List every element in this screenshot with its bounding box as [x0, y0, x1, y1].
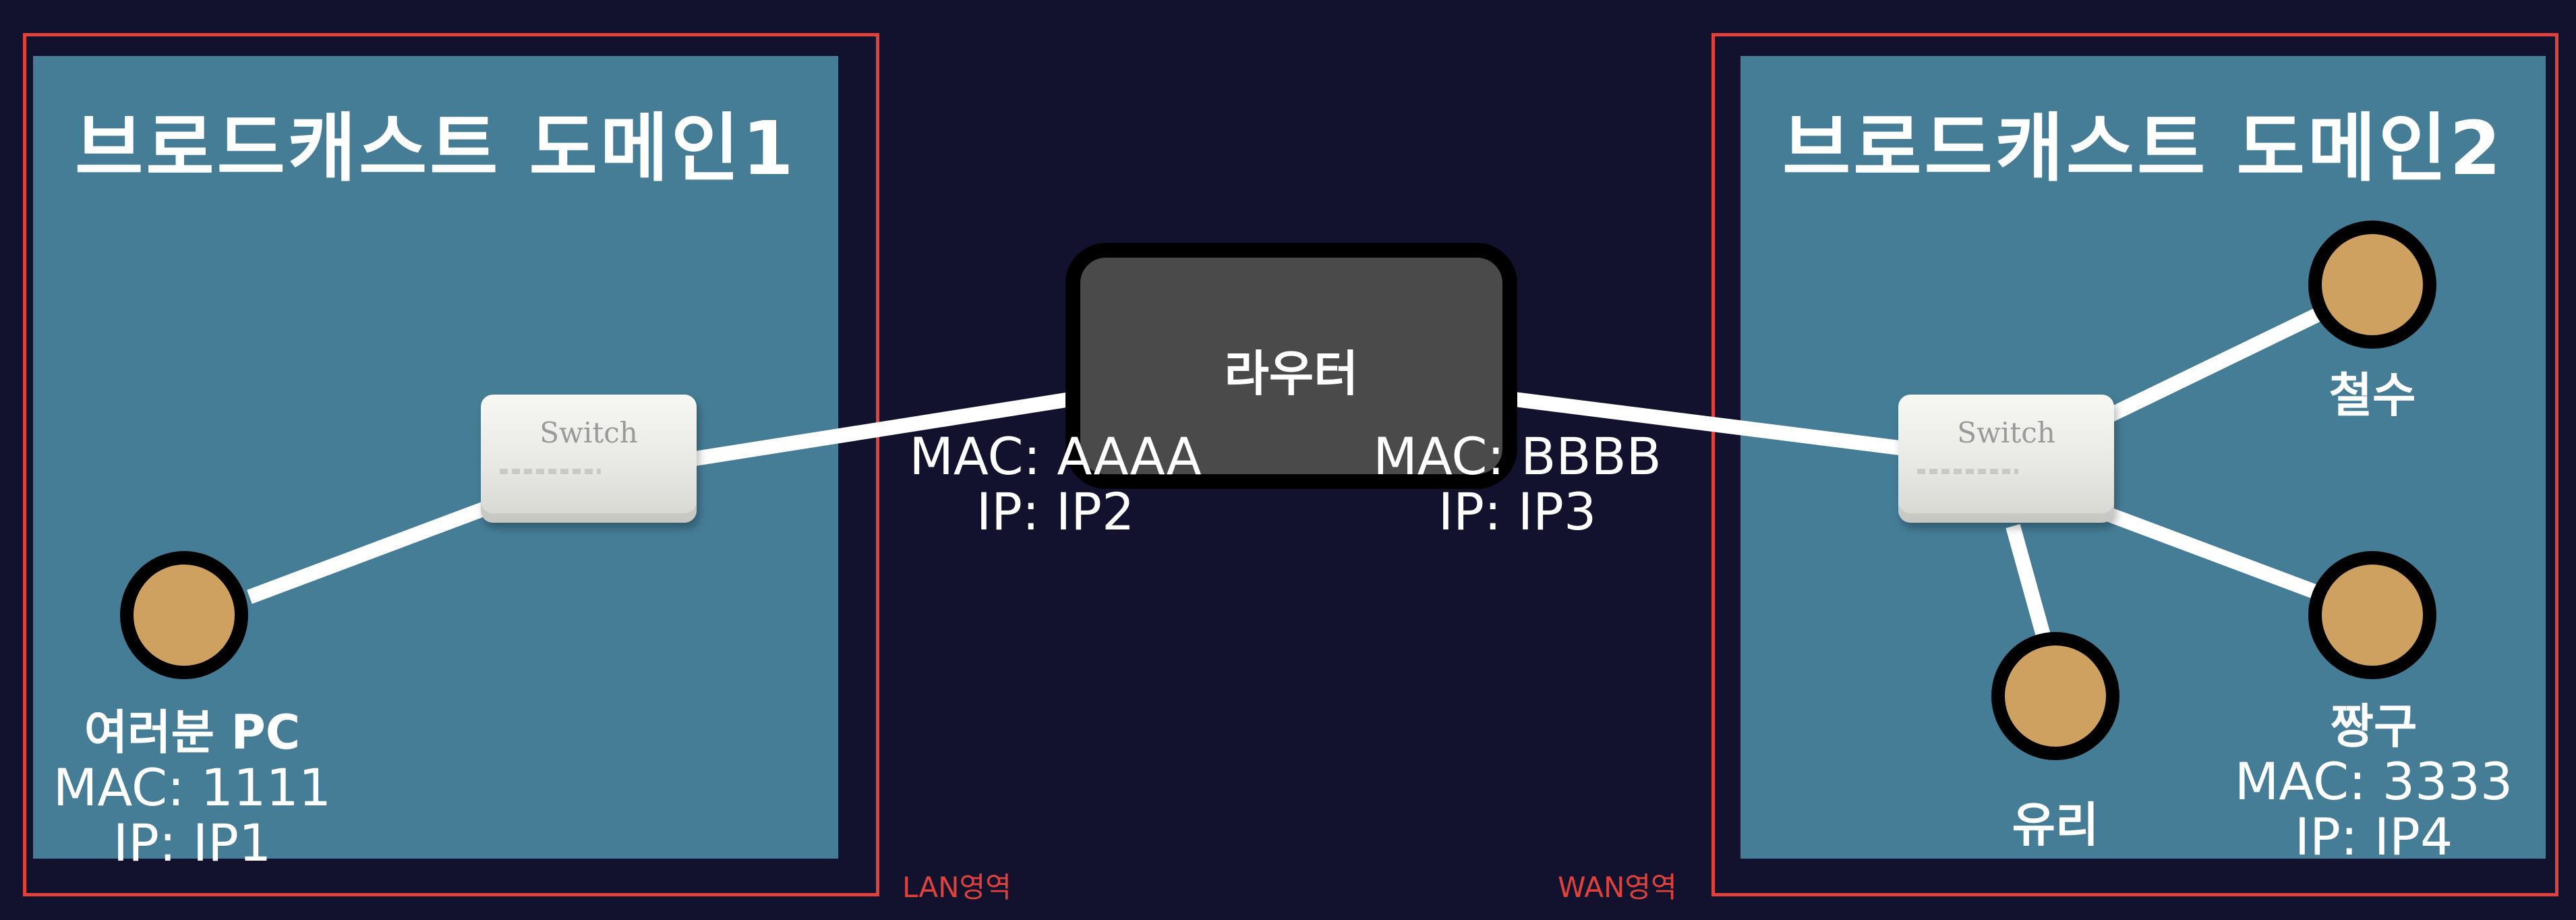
host-yuri-name: 유리	[2012, 797, 2099, 853]
router-wan-mac: MAC: BBBB	[1373, 426, 1662, 486]
host-cheolsu-node	[2308, 221, 2436, 349]
wan-region-outline	[1711, 33, 2558, 896]
lan-region-label: LAN영역	[902, 871, 1012, 904]
host-my-pc-node	[120, 551, 248, 679]
switch-2-label: Switch	[1957, 416, 2055, 449]
router-label: 라우터	[1224, 345, 1359, 402]
switch-2-ports	[1917, 469, 2018, 474]
host-yuri-node	[1991, 632, 2119, 760]
switch-1: Switch	[481, 395, 697, 523]
host-my-pc-mac: MAC: 1111	[53, 757, 332, 817]
host-jjanggu-mac: MAC: 3333	[2234, 751, 2513, 811]
router-wan-ip: IP: IP3	[1438, 482, 1597, 542]
router	[1065, 243, 1517, 489]
lan-region-outline	[23, 33, 879, 896]
host-my-pc-info: 여러분 PC MAC: 1111 IP: IP1	[40, 705, 344, 871]
router-lan-ip: IP: IP2	[976, 482, 1135, 542]
switch-1-ports	[500, 469, 601, 474]
link-switch2-to-cheolsu	[2101, 307, 2323, 425]
broadcast-domain-2-title: 브로드캐스트 도메인2	[1782, 105, 2504, 192]
link-switch1-to-router	[693, 391, 1080, 466]
host-cheolsu-name: 철수	[2329, 368, 2416, 423]
host-jjanggu-node	[2308, 551, 2436, 679]
host-my-pc-name: 여러분 PC	[84, 705, 301, 760]
host-jjanggu-info: 짱구 MAC: 3333 IP: IP4	[2219, 699, 2529, 865]
host-jjanggu-ip: IP: IP4	[2294, 807, 2453, 867]
switch-2: Switch	[1898, 395, 2114, 523]
host-yuri-info: 유리	[1988, 797, 2123, 853]
broadcast-domain-2-panel	[1740, 56, 2546, 859]
link-switch2-to-jjanggu	[2101, 505, 2322, 601]
switch-1-label: Switch	[539, 416, 638, 449]
link-switch2-to-yuri	[2006, 524, 2054, 650]
broadcast-domain-1-title: 브로드캐스트 도메인1	[75, 105, 796, 192]
wan-region-label: WAN영역	[1558, 871, 1677, 904]
host-cheolsu-info: 철수	[2305, 368, 2440, 423]
router-lan-mac: MAC: AAAA	[909, 426, 1202, 486]
host-my-pc-ip: IP: IP1	[113, 813, 272, 873]
link-pc-to-switch1	[247, 497, 498, 604]
link-router-to-switch2	[1502, 391, 1906, 456]
router-wan-interface: MAC: BBBB IP: IP3	[1355, 429, 1679, 540]
router-lan-interface: MAC: AAAA IP: IP2	[863, 429, 1248, 540]
host-jjanggu-name: 짱구	[2330, 699, 2418, 754]
